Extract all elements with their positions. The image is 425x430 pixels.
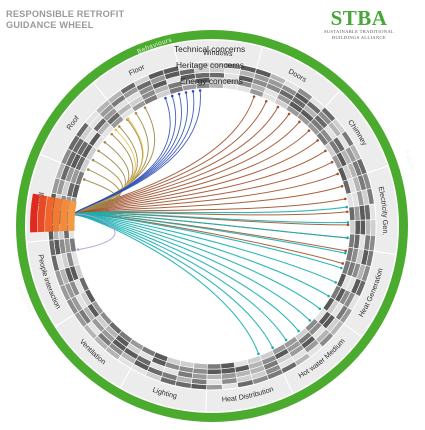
link-end xyxy=(191,90,195,93)
link-end xyxy=(103,140,107,144)
logo-mark: STBA xyxy=(330,6,388,30)
link-curve xyxy=(71,213,116,251)
link-end xyxy=(346,221,350,224)
link-end xyxy=(97,149,100,153)
link-end xyxy=(184,91,188,94)
grid-cell-heat_distribution xyxy=(206,368,222,375)
link-end xyxy=(308,319,312,322)
link-curve xyxy=(71,214,260,354)
link-end xyxy=(316,139,319,142)
link-end xyxy=(340,266,343,270)
grid-cell-electricity xyxy=(370,219,377,236)
link-end xyxy=(344,249,348,253)
link-end xyxy=(264,99,268,103)
link-end xyxy=(330,160,334,164)
selected-cell xyxy=(30,193,40,233)
selected-cell xyxy=(37,195,48,233)
link-end xyxy=(126,117,130,121)
selected-cell xyxy=(45,196,55,232)
link-end xyxy=(82,178,86,181)
link-end xyxy=(252,95,256,98)
title-line-1: RESPONSIBLE RETROFIT xyxy=(6,9,125,19)
logo-subtitle-2: BUILDINGS ALLIANCE xyxy=(331,34,386,40)
link-end xyxy=(284,338,288,342)
grid-cell-electricity xyxy=(349,220,356,235)
link-end xyxy=(170,94,174,98)
link-end xyxy=(298,120,301,124)
link-curves xyxy=(71,89,350,356)
wheel-title: RESPONSIBLE RETROFIT GUIDANCE WHEEL xyxy=(6,9,124,31)
grid-cell-heat_distribution xyxy=(206,378,223,386)
link-curve xyxy=(71,90,201,217)
link-end xyxy=(177,92,181,96)
link-end xyxy=(343,251,347,255)
link-end xyxy=(318,307,322,311)
selected-segment-wall[interactable] xyxy=(30,193,77,233)
link-end xyxy=(346,223,350,227)
link-end xyxy=(343,197,347,201)
grid-cell-heat_distribution xyxy=(206,363,222,370)
grid-cell-electricity xyxy=(354,219,361,235)
link-end xyxy=(324,149,327,153)
link-end xyxy=(91,158,95,162)
title-line-2: GUIDANCE WHEEL xyxy=(6,20,94,30)
link-end xyxy=(257,352,260,356)
link-end xyxy=(76,248,80,251)
link-end xyxy=(345,205,348,209)
link-end xyxy=(117,125,121,128)
grid-cell-heat_distribution xyxy=(206,384,223,391)
selected-cell xyxy=(59,199,70,232)
link-end xyxy=(164,96,167,100)
link-end xyxy=(345,210,349,214)
link-end xyxy=(143,106,147,109)
link-end xyxy=(297,329,300,333)
link-end xyxy=(336,172,339,176)
grid-cell-electricity xyxy=(359,219,366,236)
link-end xyxy=(198,89,202,92)
ring-label-fabric: Fabric xyxy=(403,150,416,172)
selected-cell xyxy=(67,200,77,232)
concern-technical: Technical concerns xyxy=(174,44,245,54)
link-end xyxy=(271,346,274,350)
link-end xyxy=(114,128,118,132)
link-end xyxy=(334,281,338,284)
link-end xyxy=(276,105,280,109)
concern-energy: Energy concerns xyxy=(180,76,243,86)
link-end xyxy=(327,294,330,298)
link-end xyxy=(86,168,90,171)
link-end xyxy=(307,129,311,132)
grid-cell-electricity xyxy=(365,219,372,236)
grid-cell-heat_distribution xyxy=(206,373,223,380)
segment-label-windows: Windows xyxy=(203,48,234,58)
link-end xyxy=(341,262,345,265)
logo-subtitle-1: SUSTAINABLE TRADITIONAL xyxy=(323,29,395,34)
selected-cell xyxy=(52,197,62,232)
concern-heritage: Heritage concerns xyxy=(176,60,244,70)
stba-logo: STBA SUSTAINABLE TRADITIONAL BUILDINGS A… xyxy=(305,7,413,40)
link-end xyxy=(287,112,291,116)
link-end xyxy=(340,184,344,188)
link-end xyxy=(346,236,349,240)
link-end xyxy=(134,111,138,115)
segment-dividers xyxy=(25,39,399,413)
link-end xyxy=(110,132,114,136)
segment-band-people[interactable] xyxy=(26,239,75,328)
